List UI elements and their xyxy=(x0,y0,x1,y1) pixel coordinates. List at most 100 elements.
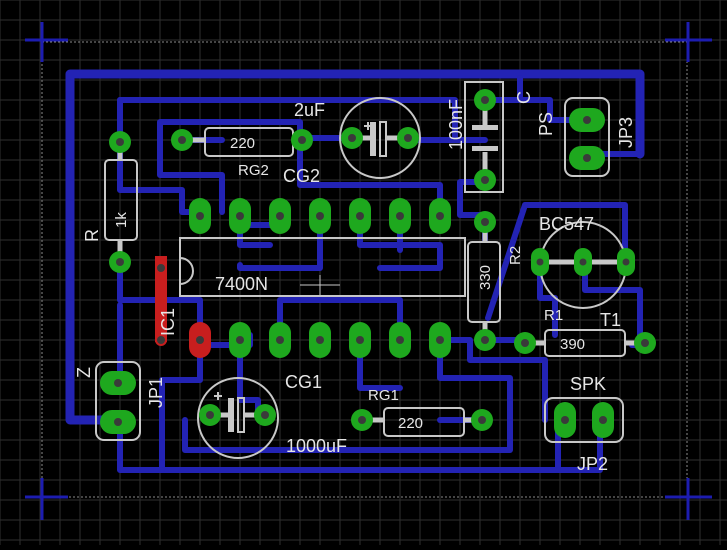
label-t1: T1 xyxy=(600,310,621,330)
label-r-1k: 1k xyxy=(113,212,130,228)
trace-r2-bc547 xyxy=(485,202,628,321)
board-outline xyxy=(41,41,688,498)
label-c-100nf: 100nF xyxy=(446,99,466,150)
label-r220-top: 220 xyxy=(230,135,255,152)
label-c: C xyxy=(514,91,534,104)
label-jp3: JP3 xyxy=(616,117,636,148)
cg2-plus-mark xyxy=(364,122,372,130)
cg1-body-outline xyxy=(197,377,279,459)
label-jp2: JP2 xyxy=(577,454,608,474)
bc547-pad-c-drill xyxy=(622,258,630,266)
ic-pin1-indicator xyxy=(155,256,167,342)
r2-pad-1-drill xyxy=(481,218,489,226)
pads xyxy=(100,89,656,438)
ic-pin1-marker-drill xyxy=(157,264,165,272)
rg1-pad-1-drill xyxy=(358,416,366,424)
c-plate-bottom xyxy=(472,146,498,151)
ic-pin-top-12-drill xyxy=(276,212,284,220)
bc547-pad-e-drill xyxy=(536,258,544,266)
r2-pad-2-drill xyxy=(481,336,489,344)
cg1-pad-1-drill xyxy=(206,411,214,419)
trace-outer-ring xyxy=(65,69,645,425)
ic-pin-top-14-drill xyxy=(196,212,204,220)
cg1-pad-2-drill xyxy=(261,411,269,419)
trace-rg1-loop xyxy=(182,342,513,453)
ic-pin-bottom-4-drill xyxy=(316,336,324,344)
trace-ic-right-link xyxy=(357,212,443,271)
jp3-outline xyxy=(564,97,610,177)
label-cg2: CG2 xyxy=(283,166,320,186)
label-spk: SPK xyxy=(570,374,606,394)
bc547-pad-b-drill xyxy=(579,258,587,266)
label-rg2: RG2 xyxy=(238,162,269,179)
labels: 2uF 100nF C PS JP3 220 RG2 CG2 1k R BC54… xyxy=(74,91,636,474)
ic-pin-top-13-drill xyxy=(236,212,244,220)
corner-marker-top-left xyxy=(25,22,68,62)
ic-body-outline xyxy=(179,237,466,297)
label-r: R xyxy=(82,229,102,242)
label-r330: 330 xyxy=(477,265,494,290)
r-pad-2-drill xyxy=(116,258,124,266)
label-r1: R1 xyxy=(544,307,563,324)
jp3-pad-2-drill xyxy=(583,154,591,162)
r1-pad-1-drill xyxy=(521,339,529,347)
ic-origin-cross xyxy=(300,275,340,295)
corner-markers xyxy=(25,22,712,520)
cg2-pad-1-drill xyxy=(348,134,356,142)
label-jp1: JP1 xyxy=(146,377,166,408)
c-plate-top xyxy=(472,125,498,130)
ic-notch xyxy=(179,257,194,285)
label-r220-bottom: 220 xyxy=(398,415,423,432)
ic-pin-top-8-drill xyxy=(436,212,444,220)
jp3-pad-1-drill xyxy=(583,116,591,124)
ic-pin-bottom-6-drill xyxy=(396,336,404,344)
r1-pad-2-drill xyxy=(641,339,649,347)
label-cg1: CG1 xyxy=(285,372,322,392)
rg2-pad-1-drill xyxy=(178,136,186,144)
label-c-2uf: 2uF xyxy=(294,100,325,120)
label-r390: 390 xyxy=(560,336,585,353)
ic-pin-bottom-2-drill xyxy=(236,336,244,344)
ic-pin-bottom-5-drill xyxy=(356,336,364,344)
jp1-outline xyxy=(95,361,141,441)
label-ic1: IC1 xyxy=(158,308,178,336)
cg2-pad-2-drill xyxy=(404,134,412,142)
label-rg1: RG1 xyxy=(368,387,399,404)
trace-ic-rg1-link xyxy=(357,342,403,391)
cg1-plate-positive xyxy=(228,398,234,432)
ic-pin-top-9-drill xyxy=(396,212,404,220)
label-c-1000uf: 1000uF xyxy=(286,436,347,456)
label-bc547: BC547 xyxy=(539,214,594,234)
cg2-plate-negative xyxy=(379,121,387,157)
label-ic-7400n: 7400N xyxy=(215,274,268,294)
corner-marker-top-right xyxy=(665,22,712,62)
trace-bc547-t1 xyxy=(582,259,643,348)
corner-marker-bottom-right xyxy=(665,478,712,520)
label-r2: R2 xyxy=(507,246,524,265)
cg2-body-outline xyxy=(339,97,421,179)
ic-pin-top-11-drill xyxy=(316,212,324,220)
rg2-pad-2-drill xyxy=(298,136,306,144)
ic-pin-bottom-7-drill xyxy=(436,336,444,344)
jp2-pad-2-drill xyxy=(599,416,607,424)
ic-pin-top-10-drill xyxy=(356,212,364,220)
jp1-pad-1-drill xyxy=(114,379,122,387)
c-pad-2-drill xyxy=(481,176,489,184)
trace-r-ic xyxy=(117,147,203,215)
trace-spk-link xyxy=(437,337,548,423)
cg1-plate-negative xyxy=(237,397,245,433)
ic-pin-bottom-3-drill xyxy=(276,336,284,344)
trace-ic-mid-link xyxy=(237,212,323,271)
corner-marker-bottom-left xyxy=(25,478,68,520)
label-ps: PS xyxy=(536,112,556,136)
c-body-outline xyxy=(464,81,504,193)
ic-pin1-marker-bottom-drill xyxy=(157,336,165,344)
jp2-pad-1-drill xyxy=(561,416,569,424)
jp1-pad-2-drill xyxy=(114,418,122,426)
rg1-pad-2-drill xyxy=(478,416,486,424)
c-pad-1-drill xyxy=(481,96,489,104)
